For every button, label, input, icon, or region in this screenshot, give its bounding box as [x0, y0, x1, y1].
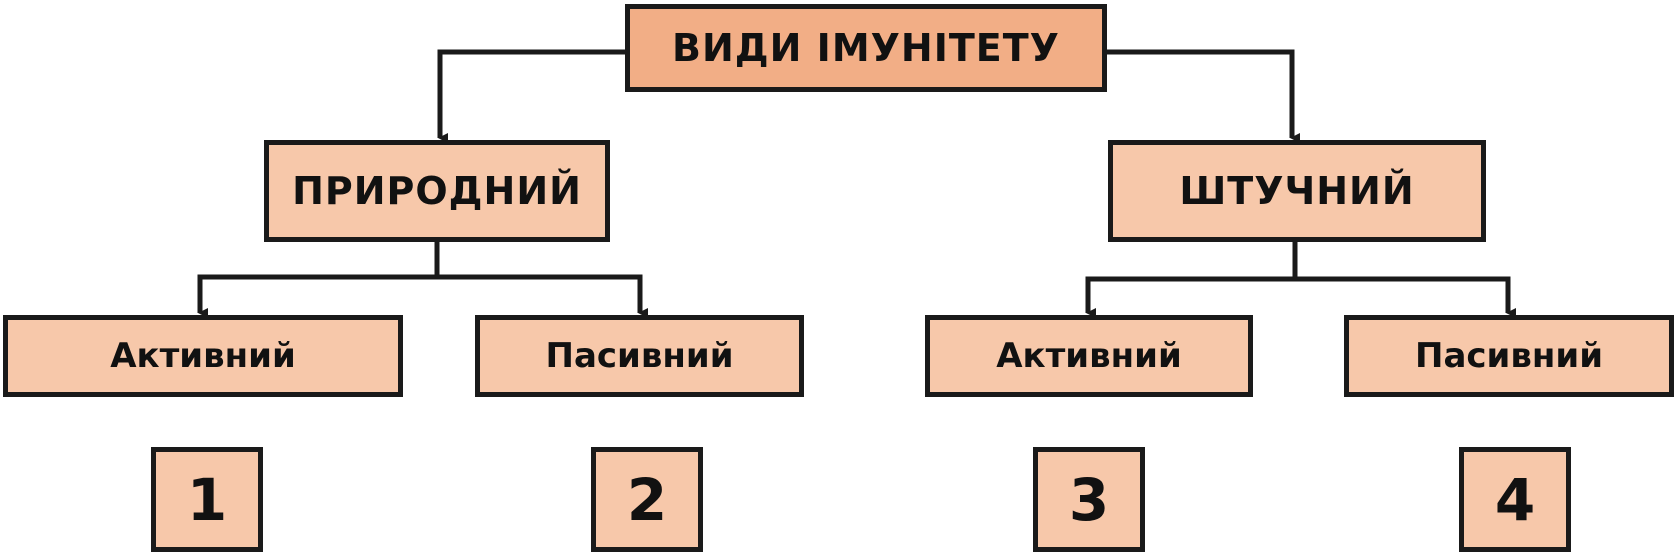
number-box-4: 4: [1459, 447, 1571, 552]
number-box-3: 3: [1033, 447, 1145, 552]
root-label: ВИДИ ІМУНІТЕТУ: [672, 26, 1060, 70]
number-label-3: 3: [1068, 465, 1110, 534]
connector-natural-to-passive: [437, 274, 648, 318]
subtype-label-natural-passive: Пасивний: [545, 336, 734, 376]
connector-artificial-to-active: [1085, 276, 1295, 318]
subtype-label-artificial-active: Активний: [996, 336, 1182, 376]
subtype-box-artificial-passive: Пасивний: [1344, 315, 1674, 397]
number-label-4: 4: [1494, 465, 1536, 534]
subtype-box-natural-active: Активний: [3, 315, 403, 397]
subtype-label-artificial-passive: Пасивний: [1414, 336, 1604, 376]
connector-root-to-artificial: [1107, 49, 1300, 143]
connector-artificial-to-passive: [1295, 276, 1516, 318]
number-label-2: 2: [626, 465, 668, 534]
number-box-2: 2: [591, 447, 703, 552]
category-label-artificial: ШТУЧНИЙ: [1179, 169, 1415, 213]
root-box: ВИДИ ІМУНІТЕТУ: [625, 4, 1107, 92]
category-box-natural: ПРИРОДНИЙ: [264, 140, 610, 242]
number-label-1: 1: [186, 465, 228, 534]
category-box-artificial: ШТУЧНИЙ: [1108, 140, 1486, 242]
subtype-label-natural-active: Активний: [110, 336, 296, 376]
number-box-1: 1: [151, 447, 263, 552]
category-label-natural: ПРИРОДНИЙ: [292, 169, 582, 213]
connector-natural-to-active: [197, 274, 437, 318]
connector-root-to-natural: [437, 49, 625, 143]
subtype-box-natural-passive: Пасивний: [475, 315, 804, 397]
subtype-box-artificial-active: Активний: [925, 315, 1253, 397]
